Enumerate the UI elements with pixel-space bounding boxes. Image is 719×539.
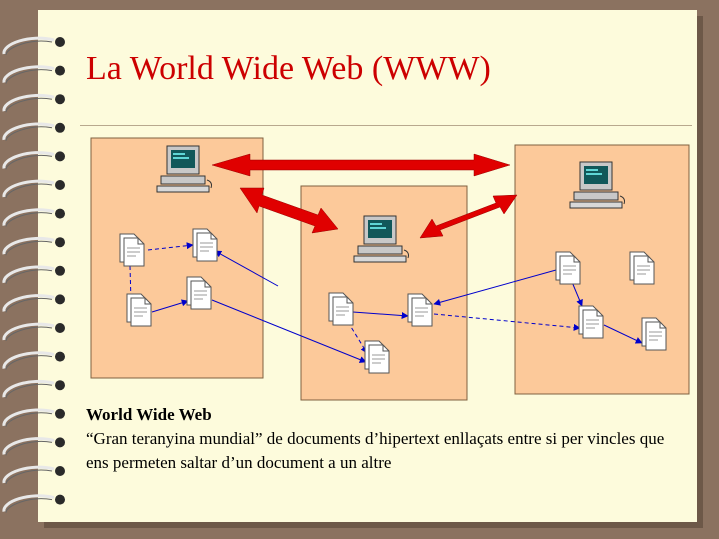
spiral-ring [2, 294, 55, 312]
spiral-ring-shade [5, 412, 53, 427]
binding-hole [55, 437, 65, 448]
spiral-ring [2, 351, 55, 369]
binding-hole [55, 65, 65, 76]
spiral-ring-shade [5, 355, 53, 370]
spiral-ring [2, 437, 55, 455]
binding-hole [55, 208, 65, 219]
spiral-ring-shade [5, 326, 53, 342]
binding-hole [55, 408, 65, 419]
binding-hole [55, 494, 65, 505]
spiral-ring-shade [5, 441, 53, 456]
spiral-ring-shade [5, 69, 53, 84]
spiral-ring-shade [5, 240, 53, 256]
spiral-ring [2, 122, 55, 141]
spiral-ring [2, 151, 55, 169]
spiral-ring [2, 93, 55, 112]
binding-hole [55, 94, 65, 105]
network-arrow-left [239, 187, 339, 234]
spiral-binding-icon [2, 36, 65, 513]
slide-title: La World Wide Web (WWW) [86, 50, 491, 87]
hyperlinks [127, 242, 643, 363]
spiral-ring-shade [5, 498, 53, 513]
binding-hole [55, 37, 65, 47]
link-dashed [433, 313, 581, 331]
link [571, 281, 583, 307]
binding-hole [55, 180, 65, 190]
link [151, 299, 189, 313]
network-arrow-right [419, 194, 518, 239]
spiral-ring-shade [5, 97, 53, 113]
spiral-ring-shade [5, 383, 53, 399]
spiral-ring-shade [5, 126, 53, 141]
spiral-ring [2, 465, 55, 484]
caption-heading: World Wide Web [86, 405, 212, 424]
spiral-ring-shade [5, 212, 53, 227]
link [352, 311, 409, 320]
spiral-ring-shade [5, 155, 53, 170]
title-divider [80, 125, 692, 126]
spiral-ring [2, 408, 55, 427]
spiral-ring-shade [5, 269, 53, 284]
spiral-ring-shade [5, 40, 53, 56]
link [603, 324, 643, 344]
spiral-ring [2, 65, 55, 83]
binding-hole [55, 351, 65, 362]
network-arrow-top [211, 153, 511, 177]
link [214, 250, 279, 287]
binding-hole [55, 323, 65, 333]
binding-hole [55, 265, 65, 276]
caption-text: “Gran teranyina mundial” de documents d’… [86, 429, 665, 472]
spiral-ring [2, 494, 55, 512]
spiral-ring [2, 236, 55, 255]
spiral-ring-shade [5, 469, 53, 485]
binding-hole [55, 380, 65, 391]
binding-hole [55, 237, 65, 248]
binding-hole [55, 294, 65, 305]
spiral-ring-shade [5, 298, 53, 313]
caption: World Wide Web “Gran teranyina mundial” … [86, 403, 686, 475]
spiral-ring [2, 322, 55, 341]
link [433, 269, 557, 306]
spiral-ring [2, 379, 55, 398]
link-dashed [347, 321, 368, 354]
spiral-ring [2, 208, 55, 226]
spiral-ring [2, 179, 55, 198]
binding-hole [55, 151, 65, 162]
spiral-ring-shade [5, 183, 53, 199]
link-dashed [147, 242, 194, 251]
binding-hole [55, 466, 65, 476]
spiral-ring [2, 36, 55, 55]
binding-hole [55, 122, 65, 133]
spiral-ring [2, 265, 55, 284]
link [211, 299, 367, 363]
